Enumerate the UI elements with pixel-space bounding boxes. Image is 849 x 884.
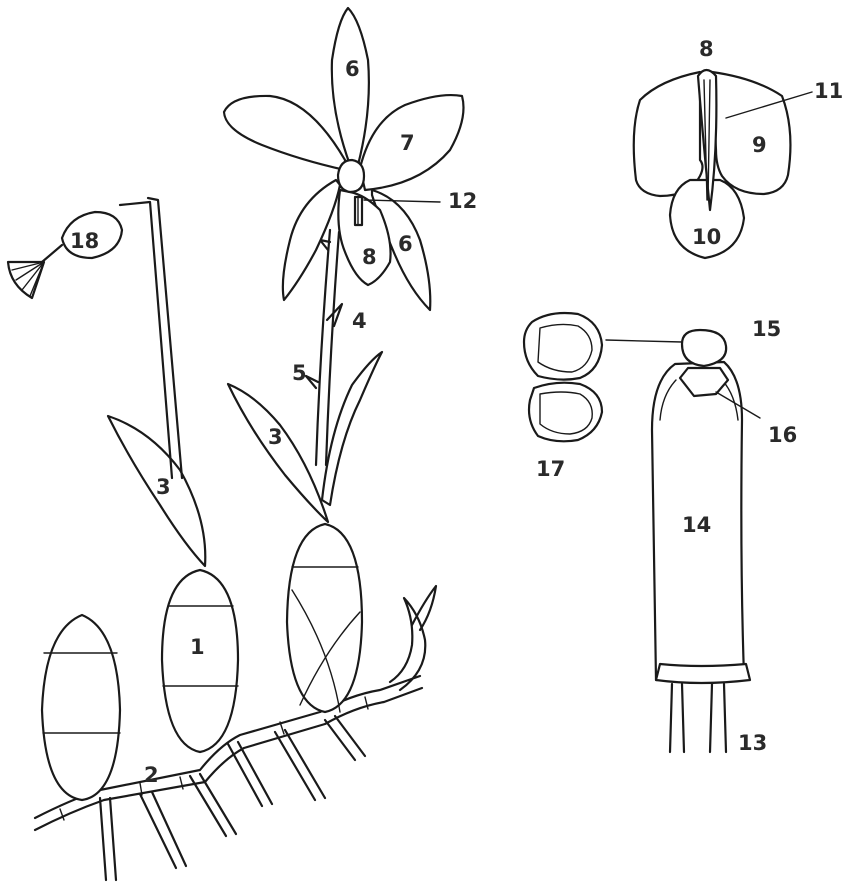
label-18: 18 — [70, 229, 99, 253]
pseudobulb-left — [42, 615, 120, 800]
label-1: 1 — [190, 635, 205, 659]
label-13: 13 — [738, 731, 767, 755]
label-17: 17 — [536, 457, 565, 481]
label-3-left: 3 — [156, 475, 171, 499]
column — [652, 330, 760, 752]
label-16: 16 — [768, 423, 797, 447]
roots — [100, 716, 365, 880]
pseudobulb-right — [287, 524, 362, 712]
label-8-detail: 8 — [699, 37, 714, 61]
label-2: 2 — [144, 763, 159, 787]
label-11: 11 — [814, 79, 843, 103]
new-shoot — [390, 586, 436, 690]
label-6-top: 6 — [345, 57, 360, 81]
pseudobulb-middle — [162, 570, 238, 752]
lip-detail — [634, 70, 812, 258]
label-9: 9 — [752, 133, 767, 157]
flower — [224, 8, 464, 310]
label-12: 12 — [448, 189, 477, 213]
label-5: 5 — [292, 361, 307, 385]
label-15: 15 — [752, 317, 781, 341]
label-14: 14 — [682, 513, 711, 537]
label-3-right: 3 — [268, 425, 283, 449]
label-10: 10 — [692, 225, 721, 249]
label-4: 4 — [352, 309, 367, 333]
label-6-bottom: 6 — [398, 232, 413, 256]
label-8-flower: 8 — [362, 245, 377, 269]
label-7: 7 — [400, 131, 415, 155]
